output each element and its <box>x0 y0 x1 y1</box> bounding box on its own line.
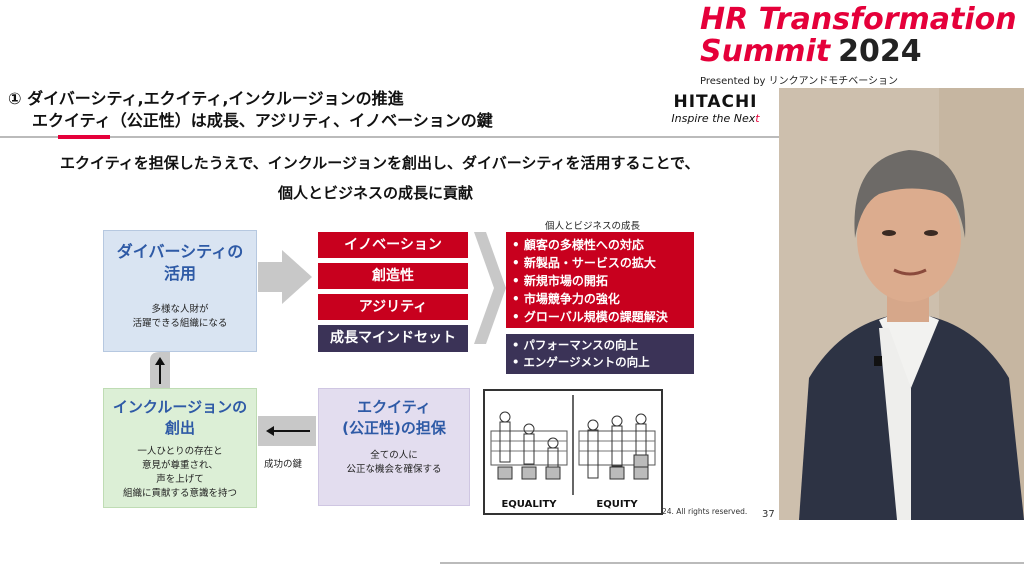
inclusion-box: インクルージョンの 創出 一人ひとりの存在と 意見が尊重され、 声を上げて 組織… <box>103 388 257 508</box>
inclusion-heading: インクルージョンの 創出 <box>112 398 248 437</box>
growth-individual-list: パフォーマンスの向上 エンゲージメントの向上 <box>506 334 694 374</box>
list-item: 新規市場の開拓 <box>512 272 688 290</box>
event-year: 2024 <box>838 34 922 69</box>
lead-text-line1: エクイティを担保したうえで、インクルージョンを創出し、ダイバーシティを活用するこ… <box>60 154 700 172</box>
slide-title-line2: エクイティ（公正性）は成長、アジリティ、イノベーションの鍵 <box>32 111 493 130</box>
company-tagline: Inspire the Next <box>671 112 760 125</box>
diversity-heading: ダイバーシティの 活用 <box>116 242 244 283</box>
page-number: 37 <box>762 509 775 520</box>
copyright-text: 24. All rights reserved. <box>662 507 748 516</box>
list-item: パフォーマンスの向上 <box>512 337 688 354</box>
growth-heading: 個人とビジネスの成長 <box>545 221 641 232</box>
presented-by: Presented by リンクアンドモチベーション <box>700 76 899 87</box>
chevron-right-icon <box>474 232 506 344</box>
diversity-box: ダイバーシティの 活用 多様な人財が 活躍できる組織になる <box>103 230 257 352</box>
arrow-right-icon <box>258 250 312 304</box>
equity-heading: エクイティ (公正性)の担保 <box>342 398 446 437</box>
arrow-up-icon <box>155 357 165 365</box>
arrow-left-icon <box>266 426 274 436</box>
title-accent-bar <box>58 135 110 139</box>
company-logo: HITACHI Inspire the Next <box>663 92 768 125</box>
equity-box: エクイティ (公正性)の担保 全ての人に 公正な機会を確保する <box>318 388 470 506</box>
list-item: グローバル規模の課題解決 <box>512 308 688 326</box>
diversity-subtext: 多様な人財が 活躍できる組織になる <box>132 304 228 329</box>
speaker-video <box>779 88 1024 520</box>
event-title-line1: HR Transformation <box>700 2 1017 37</box>
speaker-figure <box>779 88 1024 520</box>
illustration-drawing: EQUALITY EQUITY <box>490 395 656 510</box>
event-title-line2: Summit <box>700 34 831 69</box>
company-name: HITACHI <box>673 92 758 112</box>
bottom-divider <box>440 562 1024 564</box>
bar-agility: アジリティ <box>318 294 468 320</box>
inclusion-subtext: 一人ひとりの存在と 意見が尊重され、 声を上げて 組織に貢献する意識を持つ <box>122 446 237 499</box>
list-item: 顧客の多様性への対応 <box>512 236 688 254</box>
success-key-label: 成功の鍵 <box>264 459 303 470</box>
list-item: 市場競争力の強化 <box>512 290 688 308</box>
title-divider <box>0 136 780 138</box>
list-item: 新製品・サービスの拡大 <box>512 254 688 272</box>
equity-subtext: 全ての人に 公正な機会を確保する <box>346 450 442 475</box>
bar-creativity: 創造性 <box>318 263 468 289</box>
bar-innovation: イノベーション <box>318 232 468 258</box>
equality-label: EQUALITY <box>501 499 557 510</box>
slide-title-line1: ① ダイバーシティ,エクイティ,インクルージョンの推進 <box>8 89 404 108</box>
equality-equity-illustration: EQUALITY EQUITY <box>483 389 663 515</box>
equity-label: EQUITY <box>596 499 638 510</box>
lead-text-line2: 個人とビジネスの成長に貢献 <box>278 184 474 202</box>
diagram-arrows <box>150 232 506 446</box>
list-item: エンゲージメントの向上 <box>512 354 688 371</box>
bar-growth-mindset: 成長マインドセット <box>318 325 468 352</box>
growth-business-list: 顧客の多様性への対応 新製品・サービスの拡大 新規市場の開拓 市場競争力の強化 … <box>506 232 694 328</box>
